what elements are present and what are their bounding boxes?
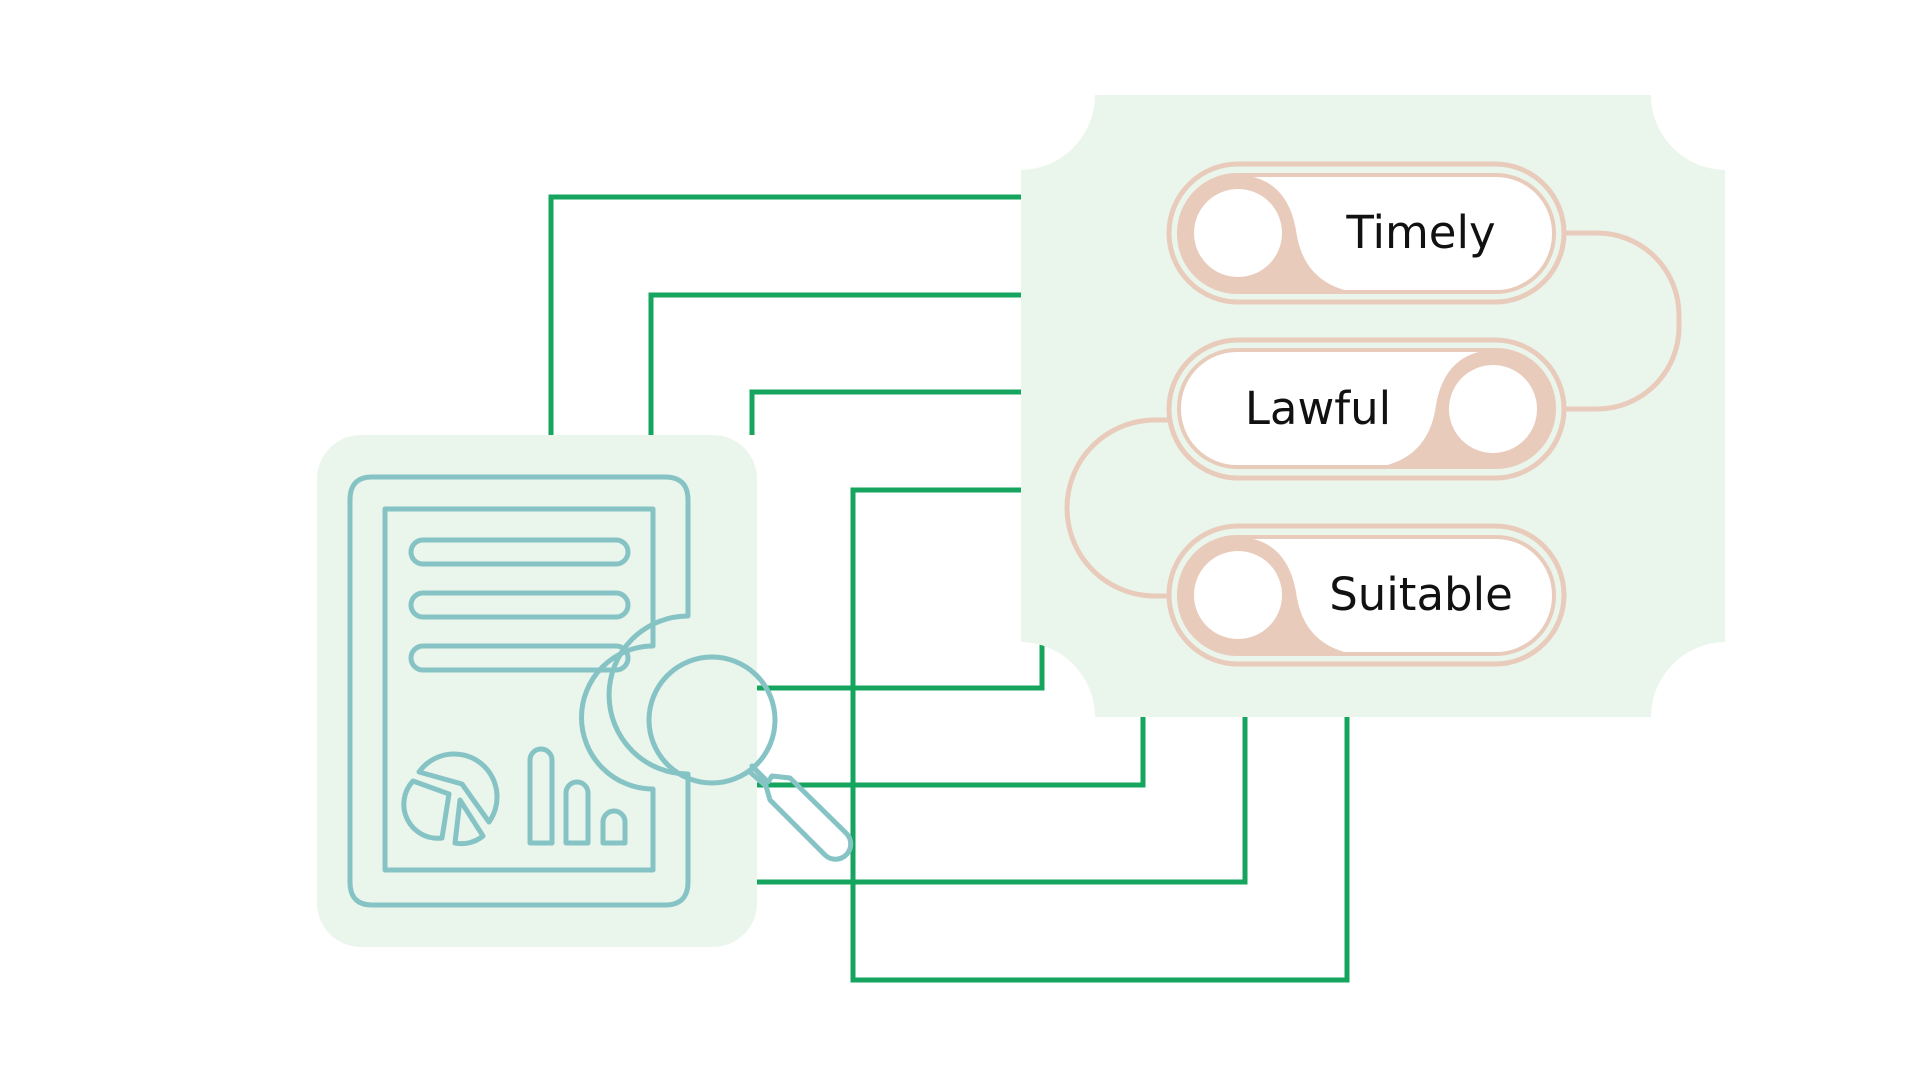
connector-line-2	[648, 292, 1030, 435]
pill-connectors	[1064, 230, 1682, 599]
quality-pill-timely: Timely	[1166, 161, 1567, 305]
pill-connector-lawful-suitable	[1064, 417, 1176, 599]
magnifying-glass-icon	[646, 654, 854, 862]
quality-pill-suitable-knob	[1194, 551, 1282, 639]
connector-line-1	[548, 194, 1030, 435]
pill-connector-timely-lawful	[1562, 230, 1682, 412]
connector-lines	[548, 194, 1350, 983]
quality-pill-suitable: Suitable	[1166, 523, 1567, 667]
connector-line-6	[755, 715, 1146, 788]
quality-pill-timely-knob	[1194, 189, 1282, 277]
quality-pill-lawful-label: Lawful	[1245, 382, 1391, 435]
connector-line-7	[755, 715, 1248, 885]
connector-line-3	[749, 389, 1030, 435]
quality-panel: Timely Lawful Suitable	[1021, 95, 1725, 717]
document-report-icon	[347, 474, 691, 908]
connector-line-4	[850, 487, 1350, 983]
quality-pill-suitable-label: Suitable	[1329, 568, 1513, 621]
quality-pill-lawful: Lawful	[1166, 337, 1567, 481]
connector-line-5	[755, 643, 1045, 691]
quality-pill-lawful-knob	[1449, 365, 1537, 453]
quality-pill-timely-label: Timely	[1345, 206, 1495, 259]
document-panel	[317, 435, 854, 947]
